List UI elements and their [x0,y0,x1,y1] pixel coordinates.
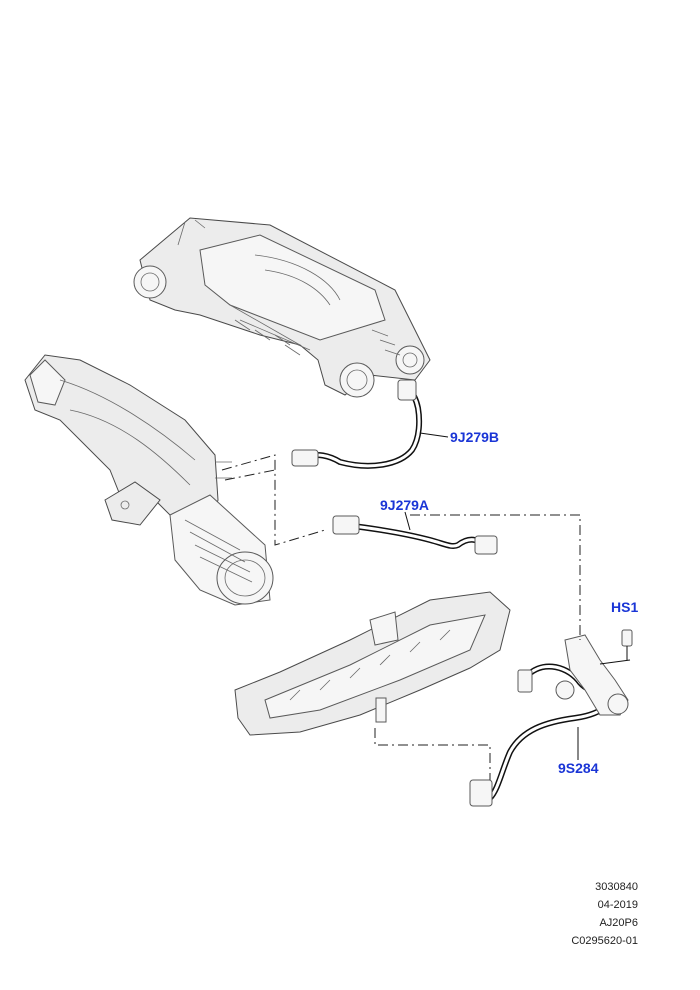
leader-lines [404,432,579,760]
callout-9j279a[interactable]: 9J279A [380,497,430,513]
air-intake-duct[interactable] [24,354,274,606]
diagram-metadata: 3030840 04-2019 AJ20P6 C0295620-01 [571,878,638,950]
intake-manifold[interactable] [234,591,511,736]
date-code: 04-2019 [597,899,638,911]
catalog-code: C0295620-01 [571,935,638,947]
hose-9j279b[interactable] [291,379,423,469]
hose-9j279a[interactable] [332,515,498,555]
alignment-lines [221,454,581,780]
hose-9s284[interactable] [469,634,629,807]
ref-number: 3030840 [595,881,638,893]
sensor-hs1[interactable] [599,629,633,665]
callout-hs1[interactable]: HS1 [611,599,639,615]
callout-9s284[interactable]: 9S284 [558,760,599,776]
intercooler-assembly[interactable] [133,217,431,398]
callout-9j279b[interactable]: 9J279B [450,429,500,445]
engine-code: AJ20P6 [599,917,638,929]
